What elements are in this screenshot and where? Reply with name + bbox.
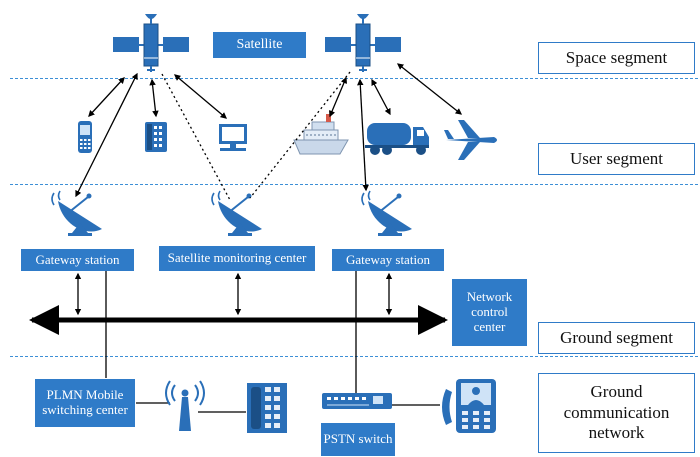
mobile-phone-icon	[78, 121, 92, 153]
truck-icon	[365, 123, 429, 155]
link-sat-airplane	[396, 63, 463, 115]
dish-antenna-center-icon	[211, 190, 263, 237]
dish-antenna-left-icon	[51, 190, 103, 237]
radio-tower-icon	[165, 380, 205, 431]
desk-phone-icon	[145, 122, 167, 152]
link-monitor-right-sat	[249, 71, 351, 199]
divider-space-user	[10, 78, 698, 79]
satellite-left-icon	[112, 13, 190, 73]
monitoring-center-label: Satellite monitoring center	[159, 246, 315, 271]
segment-ground: Ground segment	[538, 322, 695, 354]
link-sat-computer	[174, 74, 227, 119]
switch-icon	[322, 393, 392, 409]
telephone-icon	[247, 383, 287, 433]
gateway-station-left-label: Gateway station	[21, 249, 134, 271]
network-control-center-label: Network control center	[452, 279, 527, 346]
dish-antenna-right-icon	[361, 190, 413, 237]
satellite-right-icon	[324, 13, 402, 73]
satellite-label: Satellite	[213, 32, 306, 58]
divider-ground-comm	[10, 356, 698, 357]
divider-user-ground	[10, 184, 698, 185]
pstn-switch-label: PSTN switch	[321, 423, 395, 456]
link-sat-truck	[371, 78, 391, 116]
video-phone-icon	[442, 379, 496, 433]
segment-space: Space segment	[538, 42, 695, 74]
segment-ground-communication: Ground communication network	[538, 373, 695, 453]
link-sat-deskphone	[149, 78, 159, 118]
segment-user: User segment	[538, 143, 695, 175]
link-monitor-left-sat	[161, 73, 231, 201]
ship-icon	[293, 114, 349, 155]
gateway-station-right-label: Gateway station	[332, 249, 444, 271]
plmn-switching-center-label: PLMN Mobile switching center	[35, 379, 135, 427]
link-sat-gateway-right	[357, 78, 369, 192]
airplane-icon	[444, 120, 497, 160]
link-sat-gateway-left	[75, 72, 138, 198]
computer-icon	[219, 124, 247, 151]
link-sat-ship	[329, 76, 347, 118]
